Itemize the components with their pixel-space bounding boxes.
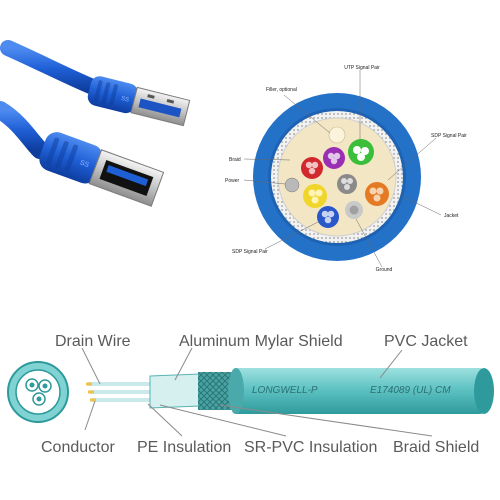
label-jacket: Jacket (444, 213, 459, 219)
power-conductor (284, 177, 300, 193)
jacket-print-brand: LONGWELL-P (252, 385, 318, 396)
exposed-conductors (86, 382, 150, 402)
pvc-jacket-section (232, 368, 484, 414)
label-conductor: Conductor (41, 439, 115, 456)
cable-end-view (7, 361, 69, 423)
label-utp-signal-pair: UTP Signal Pair (344, 65, 380, 71)
filler-optional (328, 126, 346, 144)
label-sdp-signal-pair-right: SDP Signal Pair (431, 133, 467, 139)
label-drain-wire: Drain Wire (55, 333, 131, 350)
label-braid: Braid (229, 157, 241, 163)
cable-cross-section: UTP Signal Pair Filler, optional Braid P… (225, 65, 467, 273)
sdp-pair-yellow (303, 184, 327, 208)
center-pair-gray (337, 174, 357, 194)
label-sr-pvc-insulation: SR-PVC Insulation (244, 439, 377, 456)
usb-ss-logo-female: SS (79, 159, 90, 169)
usb-female-receptacle: SS (39, 132, 165, 207)
sdp-pair-orange (365, 182, 389, 206)
utp-pair-green (348, 139, 374, 165)
label-ground: Ground (376, 267, 393, 273)
usb-extension-cable-photo: SS SS (0, 40, 191, 207)
ground-wire (345, 201, 363, 219)
label-sdp-signal-pair-left: SDP Signal Pair (232, 249, 268, 255)
label-filler-optional: Filler, optional (266, 87, 297, 93)
sdp-pair-blue (317, 206, 339, 228)
usb-male-plug: SS (87, 76, 191, 127)
usb-cable-upper (0, 40, 108, 98)
label-braid-shield: Braid Shield (393, 439, 479, 456)
usb-ss-logo-male: SS (120, 96, 129, 104)
label-pe-insulation: PE Insulation (137, 439, 231, 456)
utp-pair-purple (323, 147, 345, 169)
usb-cable-lower (0, 101, 49, 159)
label-power: Power (225, 178, 240, 184)
jacket-print-marking: E174089 (UL) CM (370, 385, 451, 396)
cable-construction-diagram: LONGWELL-P E174089 (UL) CM Drain Wire Al… (7, 333, 494, 456)
label-pvc-jacket: PVC Jacket (384, 333, 468, 350)
label-aluminum-mylar-shield: Aluminum Mylar Shield (179, 333, 343, 350)
utp-pair-red (301, 157, 323, 179)
